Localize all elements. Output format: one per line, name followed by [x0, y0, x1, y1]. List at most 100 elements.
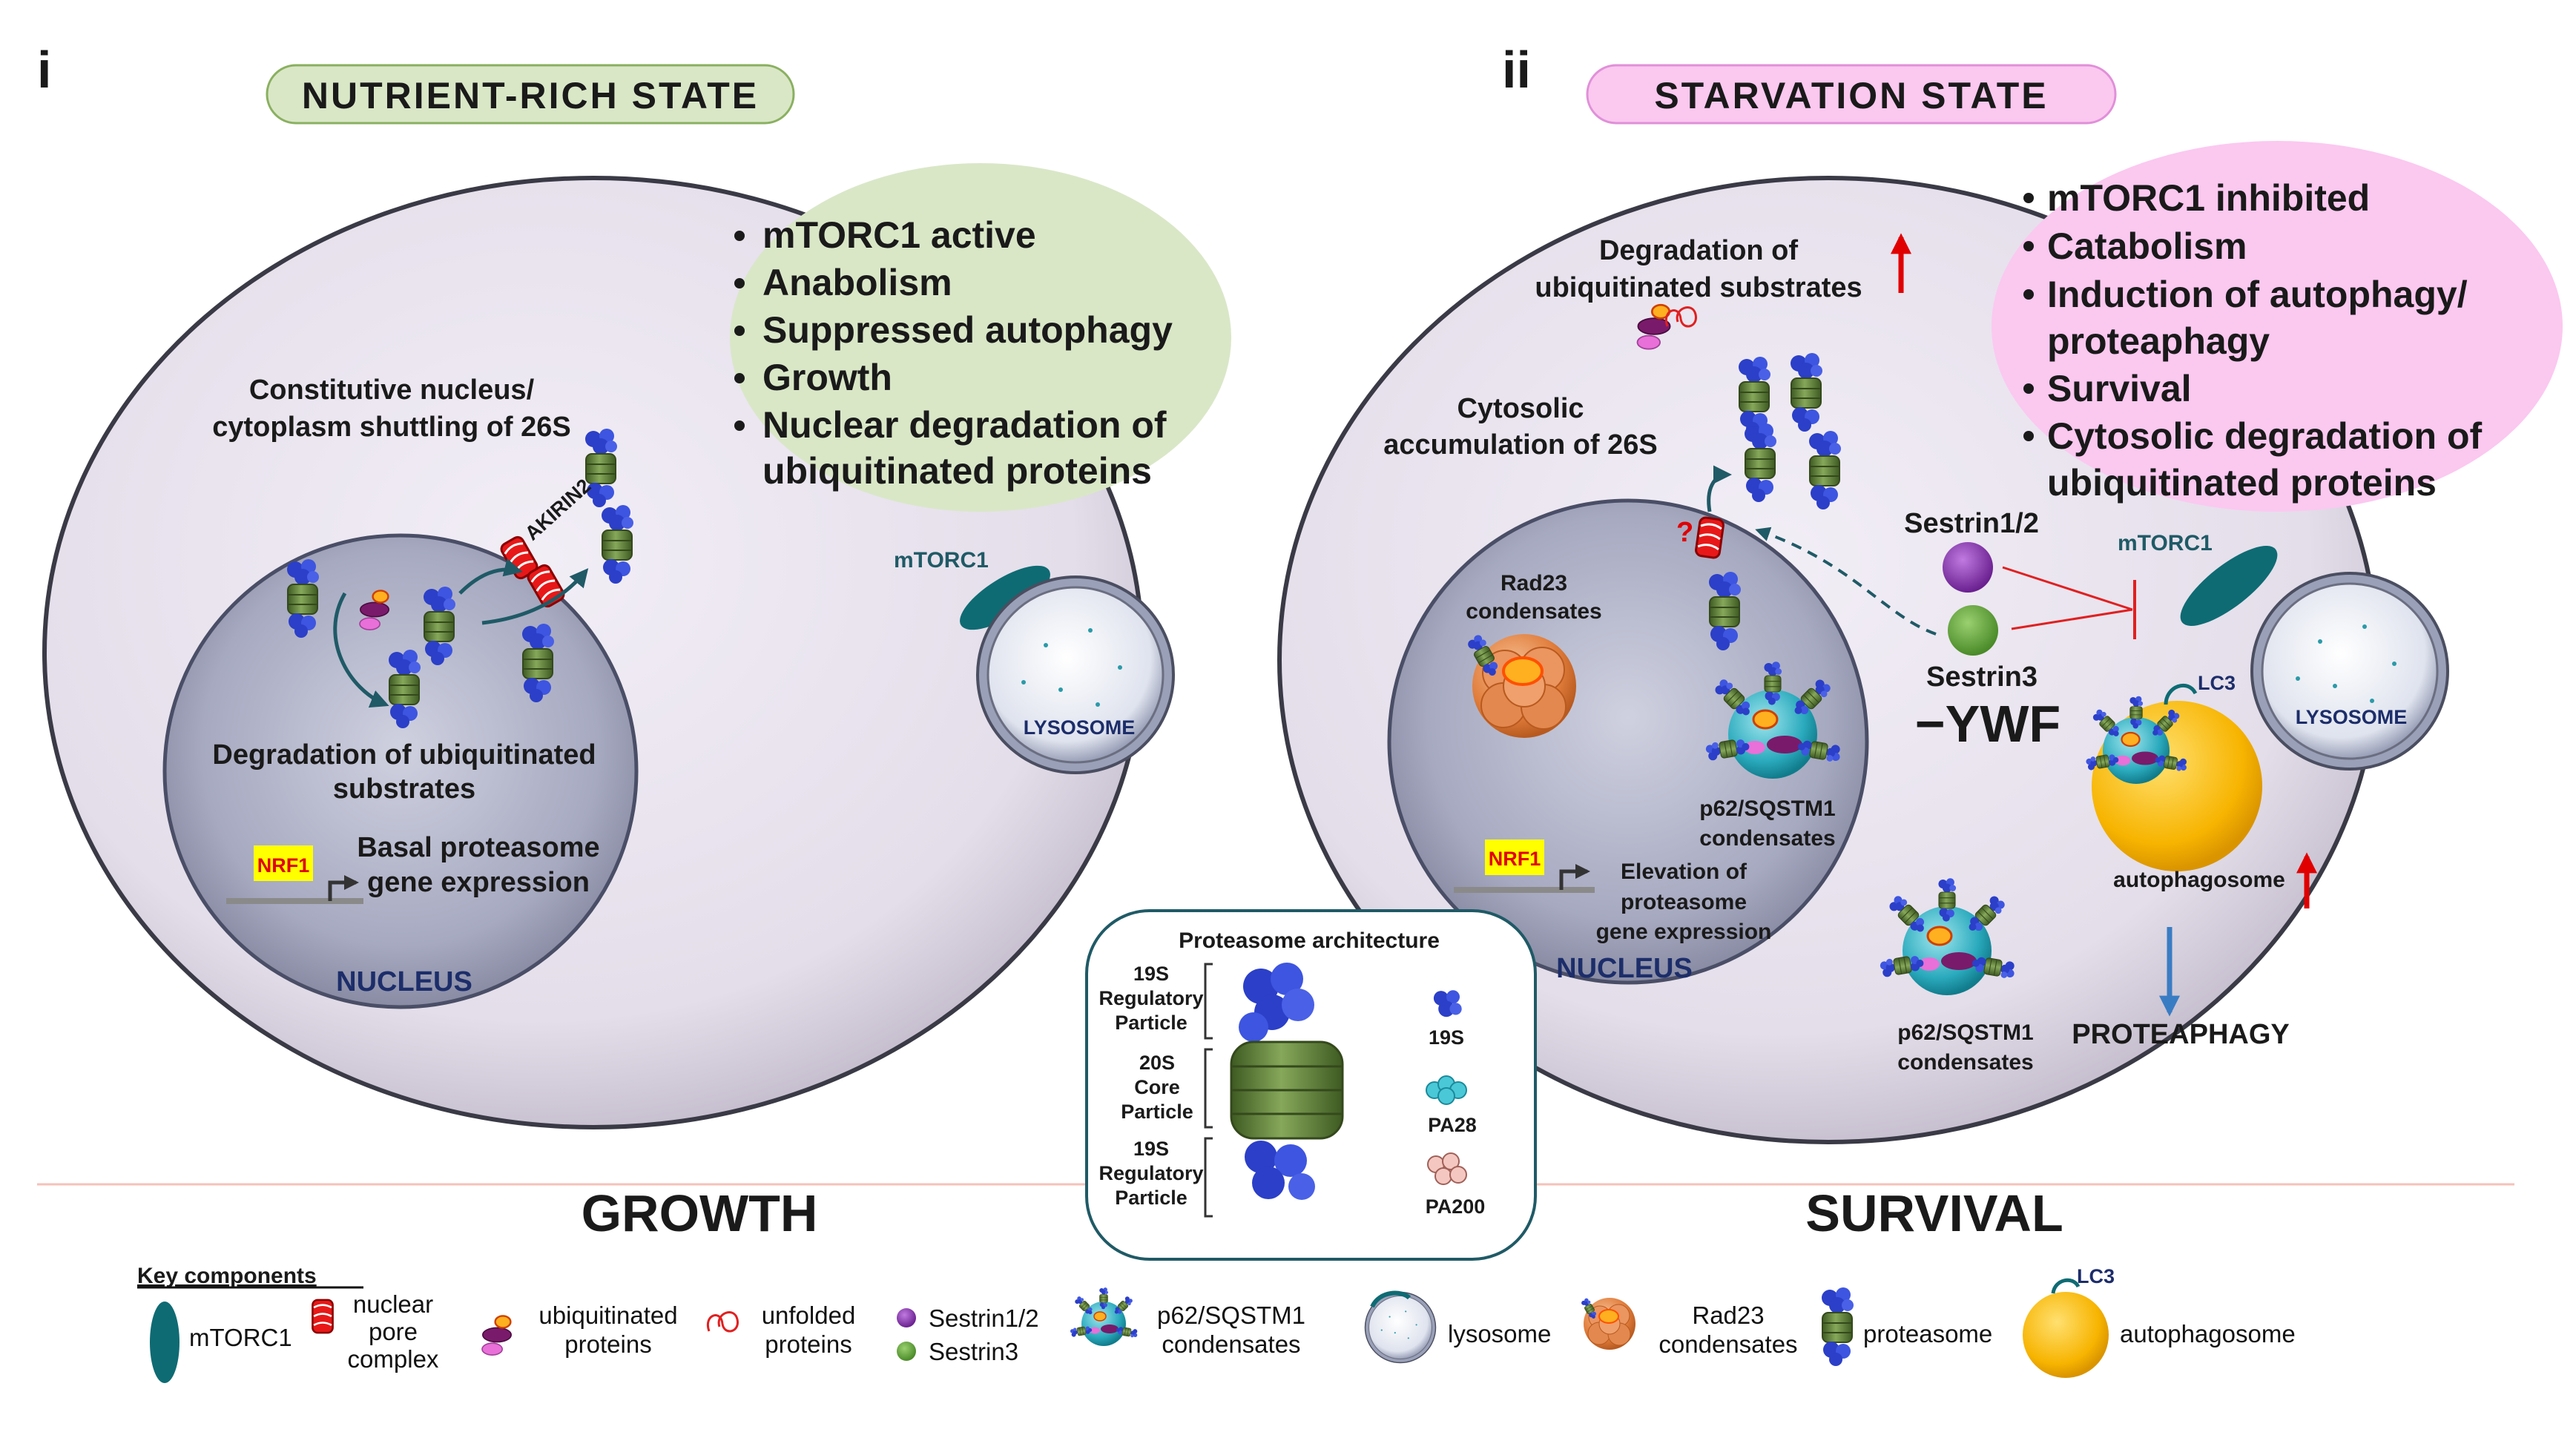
bullet-anabolism: Anabolism [762, 262, 952, 303]
p62-nucleus-label-line1: p62/SQSTM1 [1699, 796, 1835, 821]
mtorc1-left-icon [960, 565, 1050, 630]
bracket-rp-top [1204, 963, 1213, 1040]
bullet-nuclear-degradation: Nuclear degradation of [762, 404, 1167, 446]
bullet-list-right: mTORC1 inhibited Catabolism Induction of… [2023, 177, 2483, 504]
proteasome-large-illustration [1230, 963, 1344, 1200]
state-pill-left [266, 64, 795, 125]
key-unfolded-icon [706, 1311, 739, 1333]
key-title: Key components [137, 1264, 317, 1288]
outcome-growth: GROWTH [582, 1184, 818, 1242]
key-ubiquitinated-icon [481, 1315, 513, 1356]
key-autophagosome-icon [2023, 1292, 2109, 1378]
expression-label-left-line2: gene expression [367, 867, 590, 898]
legend-pa200-icon [1427, 1152, 1467, 1185]
legend-19s-label: 19S [1429, 1026, 1464, 1049]
sestrin12-icon [1943, 542, 1993, 593]
nucleus-label-left: NUCLEUS [336, 966, 472, 997]
shuttling-label-line1: Constitutive nucleus/ [249, 375, 535, 406]
elevation-label-line3: gene expression [1596, 920, 1772, 944]
bullet-cytosolic-degradation-line2: ubiquitinated proteins [2047, 462, 2437, 504]
gene-promoter-arrow-left [328, 875, 359, 901]
lysosome-label-left: LYSOSOME [1024, 716, 1136, 739]
key-sestrin3-label: Sestrin3 [929, 1338, 1018, 1365]
bullet-nuclear-degradation-line2: ubiquitinated proteins [762, 450, 1152, 492]
ywf-label: −YWF [1915, 695, 2061, 753]
key-proteasome-icon [1821, 1287, 1854, 1367]
architecture-title: Proteasome architecture [1179, 928, 1440, 953]
key-sestrin12-label: Sestrin1/2 [929, 1304, 1039, 1332]
nuclear-pore-right [1694, 515, 1725, 560]
state-pill-right [1586, 64, 2117, 125]
key-mtorc1-icon [150, 1302, 179, 1383]
nucleus-left [162, 533, 639, 1009]
sestrin3-label: Sestrin3 [1926, 662, 2038, 693]
bullet-cytosolic-degradation: Cytosolic degradation of [2047, 415, 2483, 457]
degradation-label-left-line1: Degradation of ubiquitinated [212, 739, 596, 771]
state-label-starvation: STARVATION STATE [1654, 75, 2048, 116]
elevation-label-line1: Elevation of [1621, 860, 1747, 884]
proteasome-architecture-box: Proteasome architecture 19S Regulatory P… [1085, 909, 1537, 1261]
expression-label-left-line1: Basal proteasome [357, 832, 599, 863]
nrf1-badge-right [1485, 839, 1544, 875]
nrf1-label-left: NRF1 [257, 854, 310, 877]
lc3-tether-right [2164, 683, 2198, 705]
bullet-survival: Survival [2047, 368, 2192, 409]
mtorc1-right-icon [2180, 546, 2278, 626]
key-lysosome-mtorc1-mark [1370, 1290, 1411, 1308]
info-blob-right [1992, 141, 2563, 512]
panel-index-i: i [37, 41, 51, 99]
sestrin12-label: Sestrin1/2 [1904, 508, 2039, 539]
key-unfolded-line1: unfolded [762, 1302, 856, 1329]
import-arrow [481, 568, 589, 625]
proteaphagy-label: PROTEAPHAGY [2072, 1019, 2289, 1050]
legend-pa28-icon [1426, 1075, 1467, 1105]
key-npc-line2: pore [369, 1318, 418, 1345]
key-sestrin3-icon [897, 1342, 916, 1361]
cp-line1: 20S [1139, 1052, 1175, 1074]
proteasome-nuclear-right [1708, 571, 1742, 651]
key-sestrin12-icon [897, 1308, 916, 1327]
sestrin-dashed-arrow [1755, 527, 1937, 636]
panel-nutrient-rich: i NUTRIENT-RICH STATE mTORC1 active Anab… [37, 41, 1231, 1242]
rp-top-line2: Regulatory [1098, 987, 1203, 1009]
p62-cytosol-label-line1: p62/SQSTM1 [1897, 1020, 2033, 1045]
key-autophagosome-label: autophagosome [2120, 1320, 2296, 1347]
sestrin3-icon [1948, 605, 1998, 656]
shuttling-label-line2: cytoplasm shuttling of 26S [212, 412, 571, 443]
rp-top-line1: 19S [1133, 963, 1169, 985]
proteasome-cytosol-2 [1790, 352, 1823, 432]
key-ubiquitinated-line1: ubiquitinated [538, 1302, 677, 1329]
key-p62-line2: condensates [1162, 1330, 1300, 1358]
key-lc3-tether [2051, 1278, 2081, 1294]
bullet-suppressed-autophagy: Suppressed autophagy [762, 309, 1173, 351]
bullet-induction-autophagy: Induction of autophagy/ [2047, 274, 2468, 315]
proteasome-cytosol-3 [1744, 423, 1777, 503]
nrf1-label-right: NRF1 [1489, 848, 1541, 870]
proteasome-cytosol-4 [1808, 430, 1842, 510]
panel-index-ii: ii [1502, 41, 1531, 99]
rp-bottom-line2: Regulatory [1098, 1162, 1203, 1184]
lysosome-label-right: LYSOSOME [2296, 706, 2408, 728]
bullet-induction-autophagy-line2: proteaphagy [2047, 320, 2270, 362]
rp-bottom-line3: Particle [1115, 1187, 1187, 1209]
legend-pa28-label: PA28 [1428, 1114, 1477, 1136]
key-rad23-line2: condensates [1658, 1330, 1797, 1358]
elevation-label-line2: proteasome [1621, 890, 1747, 914]
key-rad23-icon [1581, 1297, 1635, 1350]
mtorc1-label-right: mTORC1 [2118, 531, 2213, 555]
info-blob-left [730, 163, 1231, 512]
bracket-rp-bottom [1204, 1137, 1213, 1218]
key-components: Key components mTORC1 nuclear pore compl… [137, 1264, 2296, 1383]
proteasome-nuclear-4 [521, 623, 555, 703]
key-lysosome-label: lysosome [1448, 1320, 1551, 1347]
autophagosome-label-right: autophagosome [2113, 868, 2285, 892]
p62-nucleus-label-line2: condensates [1699, 826, 1835, 851]
nrf1-badge-left [254, 845, 313, 881]
nuclear-export-arrow [1707, 465, 1732, 512]
bullet-growth: Growth [762, 357, 892, 398]
rp-bottom-line1: 19S [1133, 1138, 1169, 1160]
legend-19s-icon [1433, 990, 1462, 1017]
key-rad23-line1: Rad23 [1692, 1302, 1764, 1329]
key-npc-line1: nuclear [353, 1290, 433, 1318]
